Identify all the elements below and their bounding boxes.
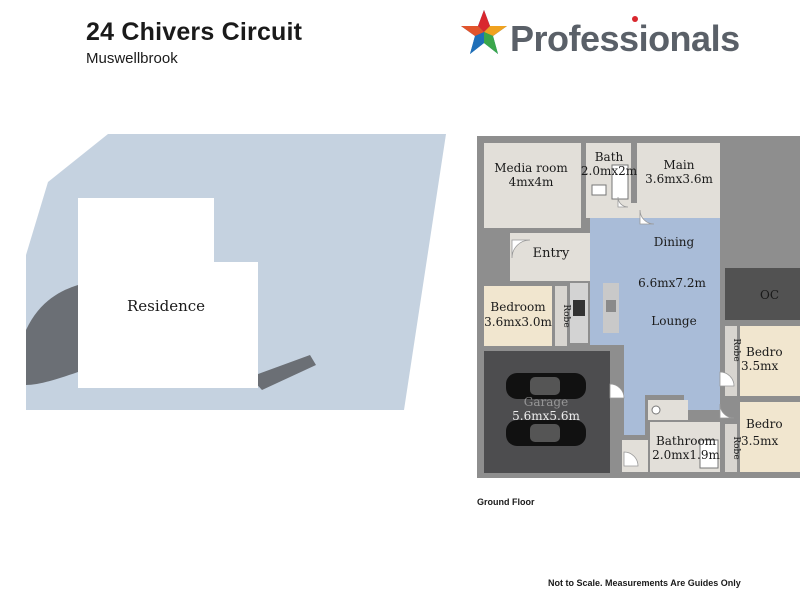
room-size-bedroom2: 3.5mx <box>741 359 778 373</box>
site-plan: Residence <box>26 134 446 410</box>
bath-tub-icon <box>611 164 629 200</box>
room-name-bedroom3: Bedro <box>746 417 783 431</box>
room-size-bedroom1: 3.6mx3.0m <box>484 315 552 329</box>
bathroom-vanity-icon <box>699 439 719 469</box>
room-name-garage: Garage <box>524 395 568 409</box>
toilet-area <box>648 400 688 420</box>
room-name-bedroom1: Bedroom <box>490 300 546 314</box>
driveway <box>26 285 78 385</box>
room-name-main: Main <box>663 158 694 172</box>
scale-disclaimer: Not to Scale. Measurements Are Guides On… <box>548 578 741 588</box>
logo-dot <box>632 16 638 22</box>
door-swing <box>623 451 639 467</box>
toilet-icon <box>651 405 661 415</box>
room-size-bath: 2.0mx2m <box>581 164 638 178</box>
vanity-icon <box>591 184 607 196</box>
bedroom1-area <box>484 286 552 346</box>
property-suburb: Muswellbrook <box>86 50 178 67</box>
cooktop-icon <box>573 300 585 316</box>
media-room-area <box>484 143 581 228</box>
door-swing <box>719 371 735 387</box>
room-name-robe1: Robe <box>561 304 571 327</box>
garage-area <box>484 351 610 473</box>
door-swing <box>719 403 735 419</box>
robe3-area <box>725 424 737 472</box>
room-name-bedroom2: Bedro <box>746 345 783 359</box>
door-swing <box>639 209 655 225</box>
room-size-media: 4mx4m <box>509 175 554 189</box>
robe1-area <box>555 286 567 346</box>
room-size-dining: 6.6mx7.2m <box>638 276 706 290</box>
room-size-bathroom: 2.0mx1.9m <box>652 448 720 462</box>
property-address: 24 Chivers Circuit <box>86 18 303 46</box>
bedroom3-area <box>740 402 800 472</box>
car-icon <box>506 373 586 399</box>
room-name-entry: Entry <box>533 246 570 261</box>
brand-name: Professionals <box>510 18 740 59</box>
driveway-strip <box>250 355 316 390</box>
room-size-main: 3.6mx3.6m <box>645 172 713 186</box>
door-swing <box>617 196 629 208</box>
professionals-logo: Professionals <box>460 8 740 64</box>
main-area <box>637 143 720 210</box>
door-swing <box>609 383 625 399</box>
car-icon <box>506 420 586 446</box>
room-name-robe2: Robe <box>731 338 741 361</box>
room-name-bath: Bath <box>595 150 624 164</box>
hall-area <box>586 203 720 218</box>
room-name-oc: OC <box>760 288 779 302</box>
room-name-lounge: Lounge <box>651 314 696 328</box>
residence-label: Residence <box>127 297 205 315</box>
residence-footprint <box>78 198 258 388</box>
room-name-media: Media room <box>494 161 568 175</box>
room-name-robe3: Robe <box>731 436 741 459</box>
room-name-bathroom: Bathroom <box>656 434 717 448</box>
door-swing <box>511 239 531 259</box>
oc-area <box>725 268 800 320</box>
bedroom2-area <box>740 326 800 396</box>
floor-label: Ground Floor <box>477 497 535 507</box>
room-size-bedroom3: 3.5mx <box>741 434 778 448</box>
room-name-dining: Dining <box>654 235 695 249</box>
room-size-garage: 5.6mx5.6m <box>512 409 580 423</box>
star-logo-icon <box>461 10 507 54</box>
kitchen-sink-icon <box>606 300 616 312</box>
living-area <box>590 218 720 435</box>
